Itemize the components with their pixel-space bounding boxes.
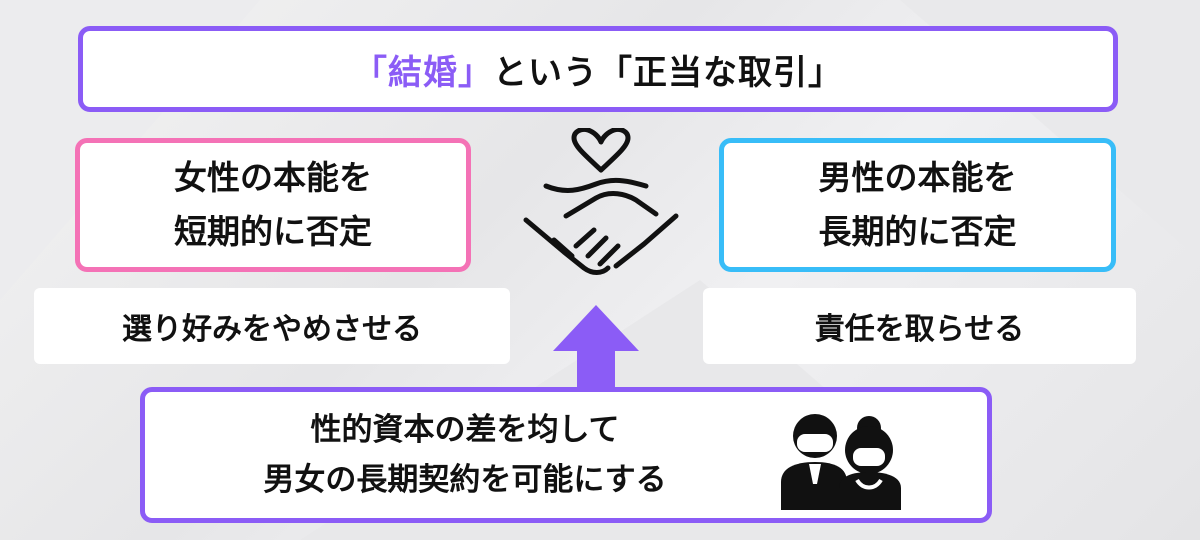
male-sub-text: 責任を取らせる bbox=[814, 312, 1025, 347]
bottom-line2: 男女の長期契約を可能にする bbox=[263, 461, 667, 498]
female-sub-text: 選り好みをやめさせる bbox=[122, 312, 422, 347]
bottom-line1: 性的資本の差を均して bbox=[310, 412, 620, 448]
female-line1: 女性の本能を bbox=[174, 157, 372, 197]
male-instinct-box: 男性の本能を 長期的に否定 bbox=[719, 138, 1116, 272]
female-line2: 短期的に否定 bbox=[174, 212, 372, 251]
male-sub-box: 責任を取らせる bbox=[703, 288, 1136, 364]
title-box: 「結婚」という「正当な取引」 bbox=[78, 26, 1118, 112]
up-arrow-icon bbox=[553, 305, 639, 395]
female-instinct-box: 女性の本能を 短期的に否定 bbox=[75, 138, 471, 272]
heart-handshake-icon bbox=[523, 128, 679, 275]
male-line2: 長期的に否定 bbox=[818, 212, 1017, 251]
title-rest: という「正当な取引」 bbox=[493, 52, 843, 93]
couple-icon bbox=[781, 414, 901, 510]
male-line1: 男性の本能を bbox=[818, 157, 1017, 197]
title-accent: 「結婚」 bbox=[353, 52, 493, 93]
bottom-conclusion-box: 性的資本の差を均して 男女の長期契約を可能にする bbox=[140, 387, 992, 523]
female-sub-box: 選り好みをやめさせる bbox=[34, 288, 510, 364]
